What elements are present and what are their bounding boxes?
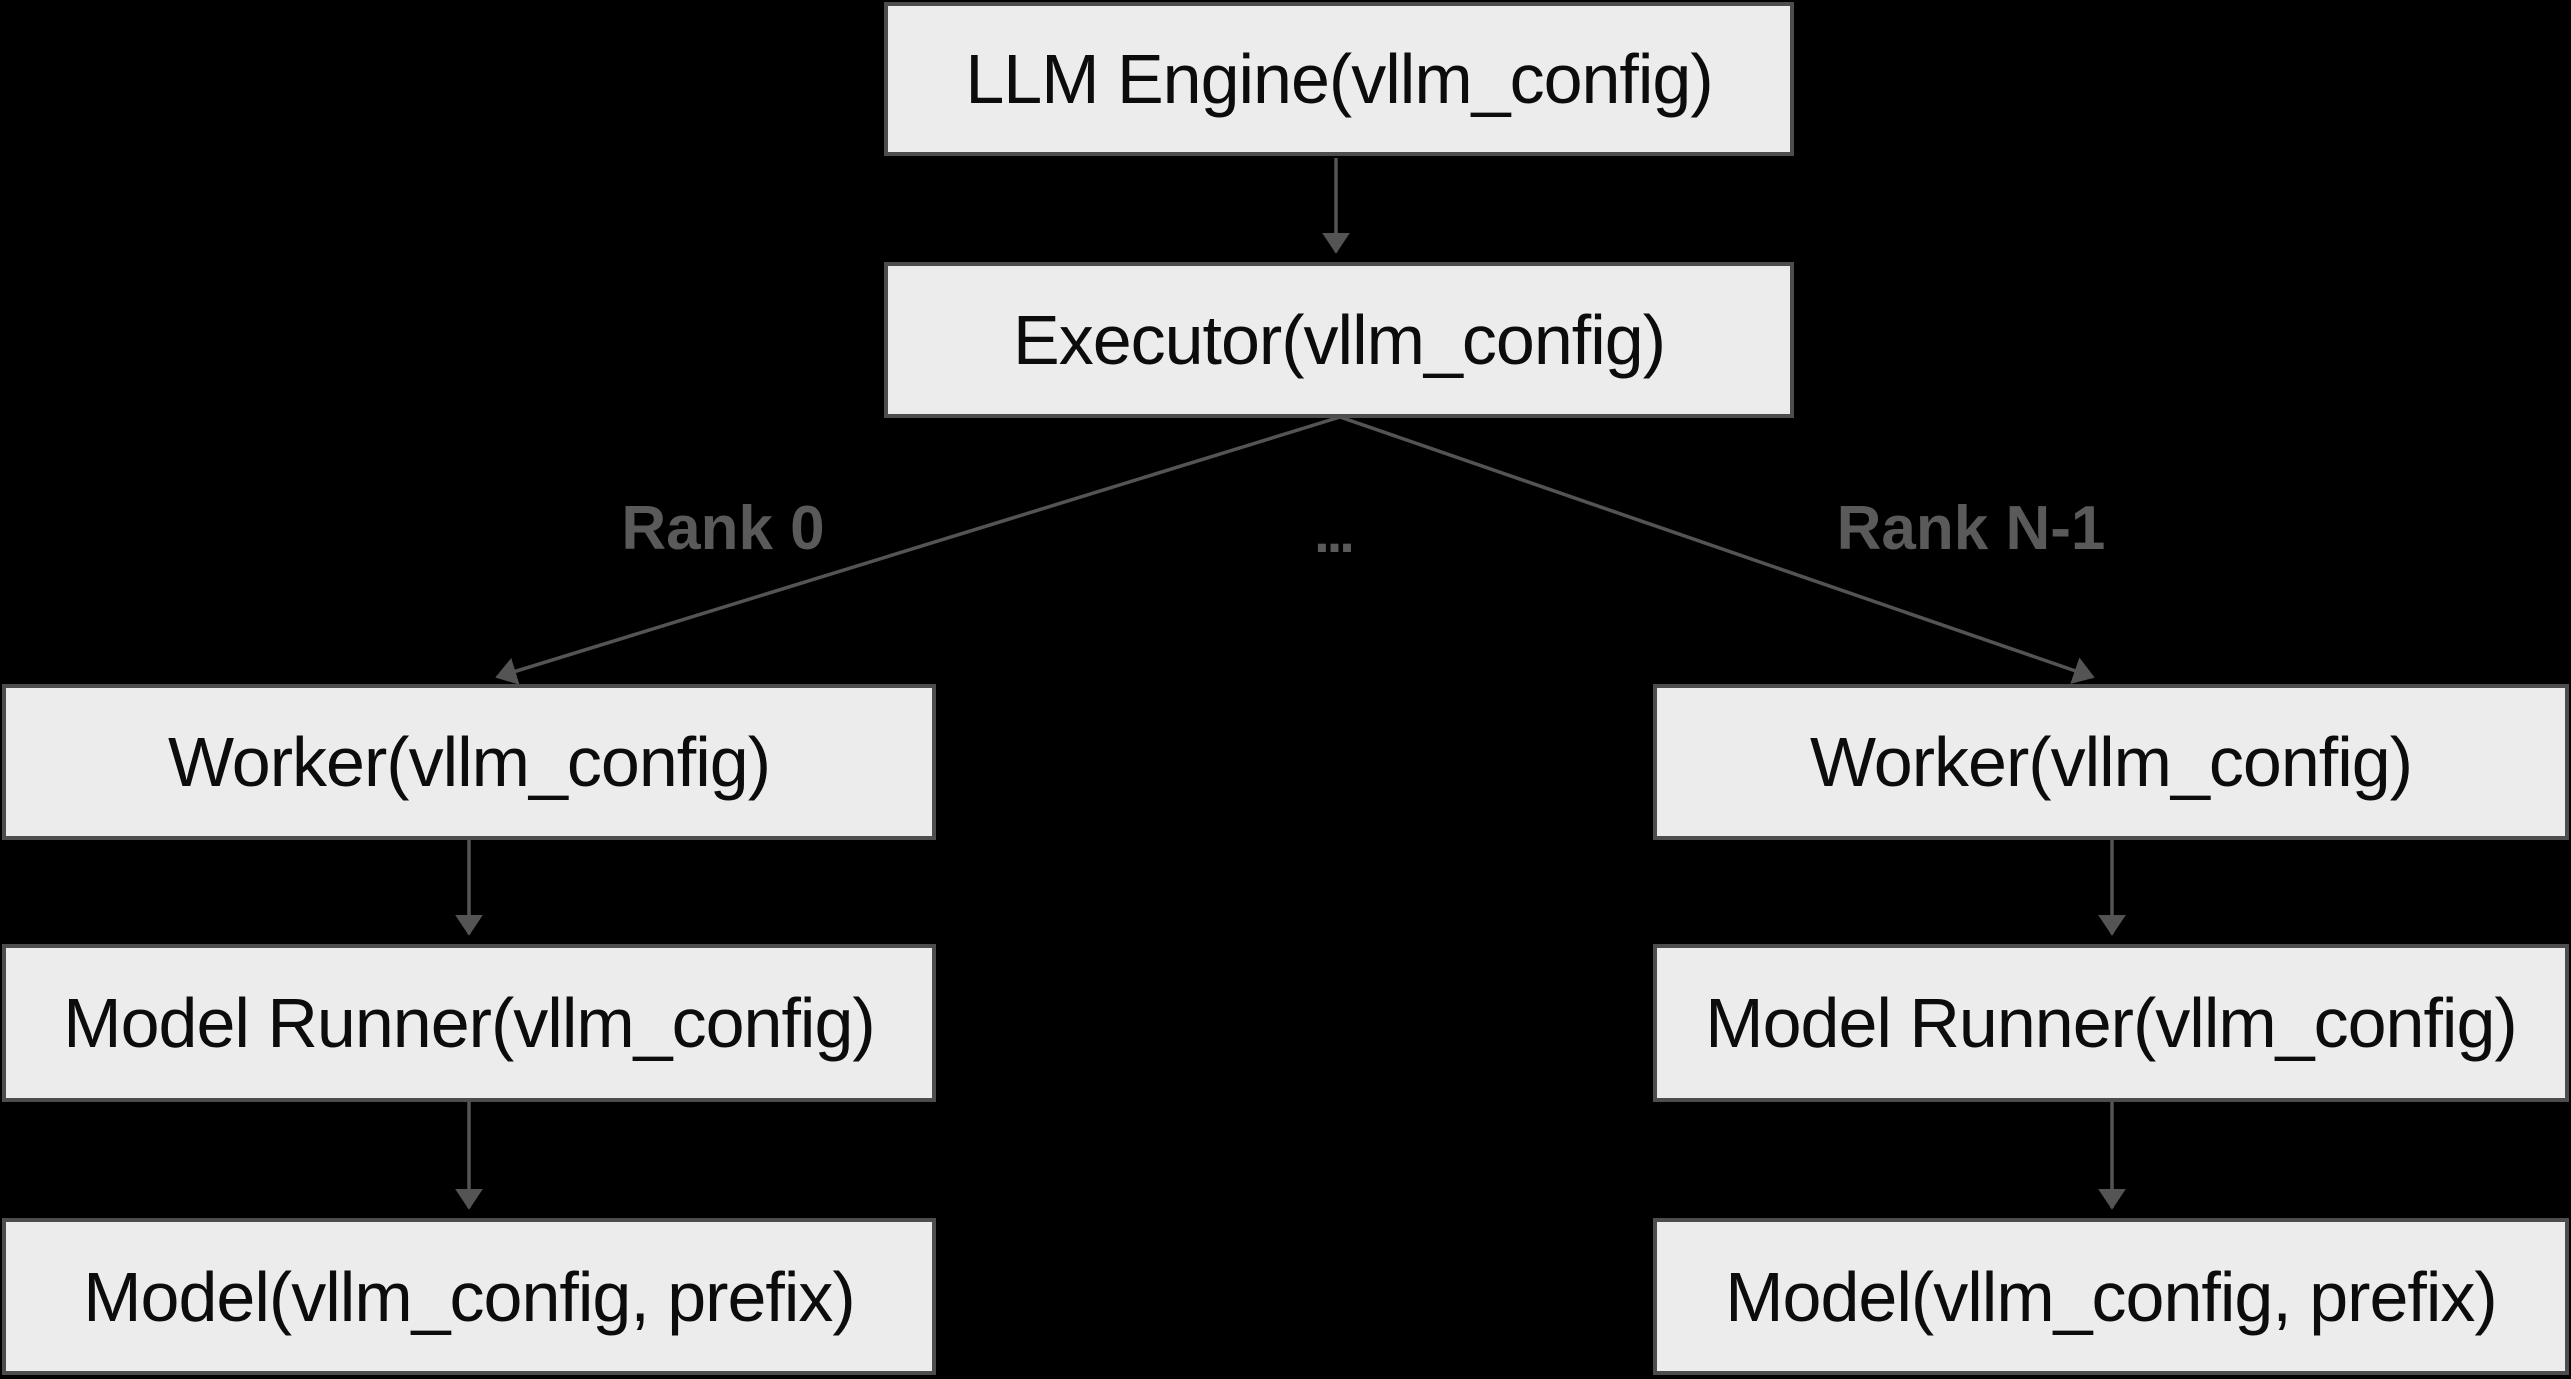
node-model-rank-n-1-label: Model(vllm_config, prefix) — [1725, 1257, 2497, 1336]
edge-label-rank-0: Rank 0 — [621, 493, 825, 563]
node-worker-rank-0-label: Worker(vllm_config) — [167, 723, 771, 801]
node-model-rank-n-1: Model(vllm_config, prefix) — [1653, 1218, 2569, 1375]
node-model-runner-rank-0-label: Model Runner(vllm_config) — [63, 984, 875, 1062]
node-llm-engine: LLM Engine(vllm_config) — [884, 2, 1794, 156]
node-model-runner-rank-n-1-label: Model Runner(vllm_config) — [1705, 984, 2517, 1062]
node-executor-label: Executor(vllm_config) — [1013, 301, 1666, 379]
node-model-rank-0: Model(vllm_config, prefix) — [2, 1218, 936, 1375]
edge-label-ellipsis: ... — [1314, 500, 1355, 564]
node-llm-engine-label: LLM Engine(vllm_config) — [965, 40, 1713, 118]
node-worker-rank-0: Worker(vllm_config) — [2, 684, 936, 840]
edge-executor-to-worker-right — [1339, 415, 2095, 684]
node-model-rank-0-label: Model(vllm_config, prefix) — [83, 1257, 855, 1336]
node-worker-rank-n-1-label: Worker(vllm_config) — [1809, 723, 2413, 801]
node-model-runner-rank-0: Model Runner(vllm_config) — [2, 944, 936, 1102]
edge-label-rank-n-1: Rank N-1 — [1836, 493, 2106, 563]
node-model-runner-rank-n-1: Model Runner(vllm_config) — [1653, 944, 2569, 1102]
node-executor: Executor(vllm_config) — [884, 262, 1794, 418]
node-worker-rank-n-1: Worker(vllm_config) — [1653, 684, 2569, 840]
edge-executor-to-worker-left — [495, 415, 1341, 685]
